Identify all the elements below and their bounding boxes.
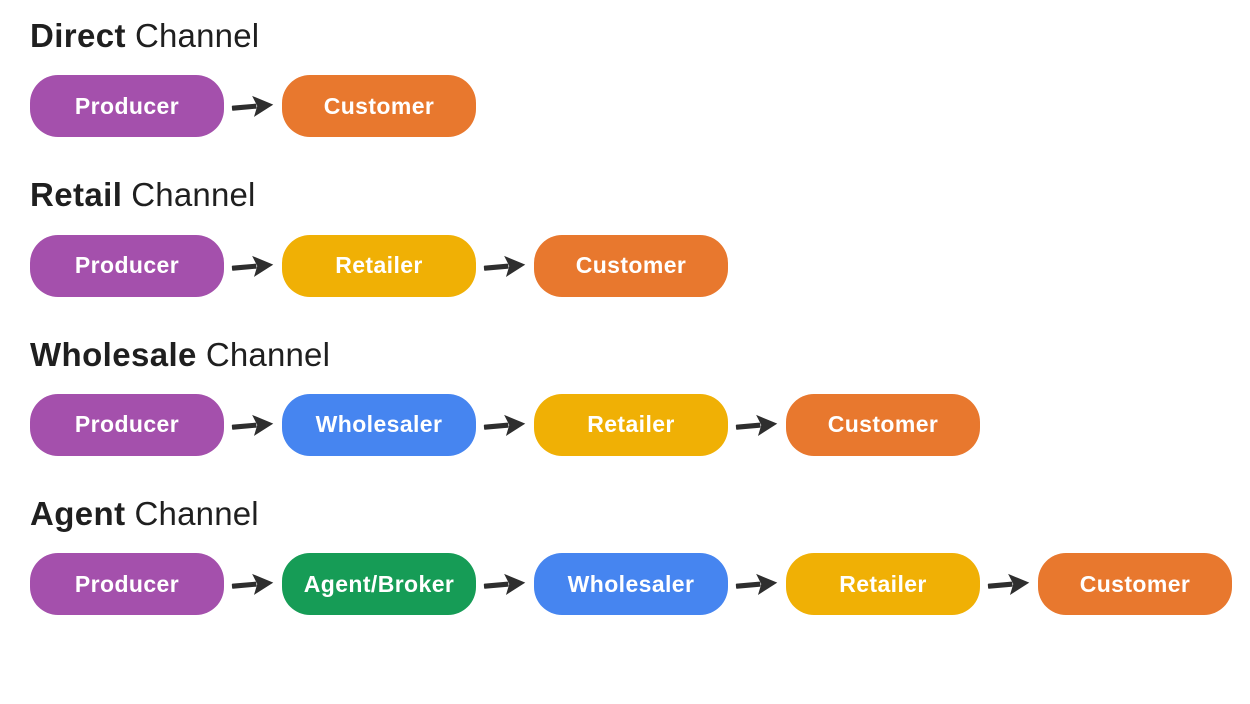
- channel-title-bold: Retail: [30, 176, 123, 214]
- channel-flow: Producer Wholesaler Retailer Customer: [30, 393, 1230, 456]
- node-producer: Producer: [30, 75, 224, 138]
- channel-title-rest: Channel: [205, 335, 331, 373]
- node-producer: Producer: [30, 234, 224, 297]
- arrow-right-icon: [231, 255, 274, 277]
- node-customer: Customer: [1038, 553, 1232, 616]
- channel-title-rest: Channel: [131, 176, 256, 214]
- arrow-right-icon: [735, 414, 778, 436]
- node-wholesaler: Wholesaler: [282, 393, 476, 456]
- node-customer: Customer: [534, 234, 728, 297]
- channel-title-bold: Agent: [30, 494, 126, 532]
- node-producer: Producer: [30, 393, 224, 456]
- arrow-right-icon: [735, 574, 778, 596]
- node-customer: Customer: [282, 75, 476, 138]
- node-retailer: Retailer: [786, 553, 980, 616]
- node-retailer: Retailer: [282, 234, 476, 297]
- arrow-right-icon: [483, 574, 526, 596]
- node-wholesaler: Wholesaler: [534, 553, 728, 616]
- node-retailer: Retailer: [534, 393, 728, 456]
- channel-title-rest: Channel: [134, 17, 260, 54]
- arrow-right-icon: [231, 574, 274, 596]
- node-producer: Producer: [30, 553, 224, 616]
- arrow-right-icon: [987, 574, 1030, 596]
- channel-title-bold: Wholesale: [30, 335, 197, 373]
- channel-title-bold: Direct: [30, 17, 126, 54]
- arrow-right-icon: [231, 96, 274, 118]
- channel-flow: Producer Agent/Broker Wholesaler Retaile…: [30, 553, 1232, 616]
- channel-flow: Producer Customer: [30, 75, 1230, 138]
- channel-flow: Producer Retailer Customer: [30, 234, 1230, 297]
- node-agent-broker: Agent/Broker: [282, 553, 476, 616]
- channel-title-rest: Channel: [134, 494, 259, 532]
- arrow-right-icon: [231, 414, 274, 436]
- arrow-right-icon: [483, 414, 526, 436]
- arrow-right-icon: [483, 255, 526, 277]
- node-customer: Customer: [786, 393, 980, 456]
